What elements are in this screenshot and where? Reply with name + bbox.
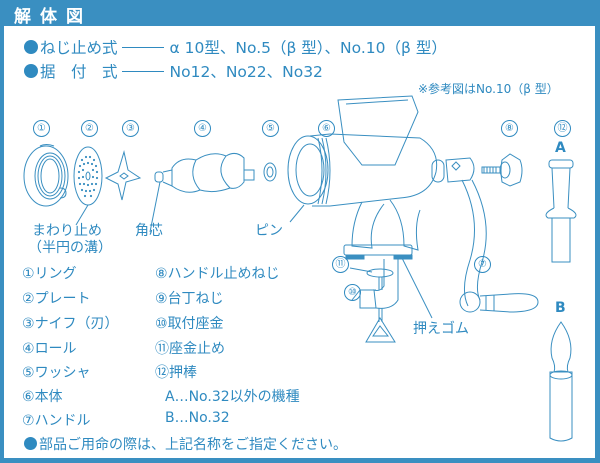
spec-models: No12、No22、No32 [169,63,323,81]
annotation-half-circle-groove: （半円の溝） [28,240,112,256]
spec-mount-type: 据 付 式 No12、No22、No32 [24,60,323,82]
callout-2: ② [81,120,98,137]
callout-11: ⑪ [332,256,349,273]
legend-item: ②プレート [22,291,91,307]
bullet-icon [24,437,37,450]
page-title: 解体図 [14,7,92,27]
bullet-icon [24,40,38,54]
dash-divider [121,47,164,48]
callout-5: ⑤ [262,120,279,137]
callout-12: ⑫ [554,120,571,137]
reference-note: ※参考図はNo.10（β 型） [418,82,559,96]
legend-item: ⑨台丁ねじ [155,291,224,307]
legend-item: ⑪座金止め [155,341,225,357]
pusher-a-icon [546,160,576,262]
washer-part-icon [264,163,276,181]
spec-screw-type: ねじ止め式 α 10型、No.5（β 型）、No.10（β 型） [24,36,447,58]
annotation-pin: ピン [255,223,283,239]
legend-item: ①リング [22,266,77,282]
roll-part-icon [150,153,254,232]
handle-part-icon [446,158,538,312]
callout-7: ⑦ [474,256,491,273]
knife-part-icon [106,152,140,200]
legend-item: ⑤ワッシャ [22,365,91,381]
spec-models: α 10型、No.5（β 型）、No.10（β 型） [169,39,447,57]
legend-item: ⑦ハンドル [22,413,91,429]
annotation-rotation-stop: まわり止め [32,223,102,239]
annotation-rubber-pad: 押えゴム [413,321,469,337]
legend-item: B…No.32 [165,410,230,426]
annotation-square-core: 角芯 [135,223,163,239]
ring-part-icon [24,145,68,207]
callout-8: ⑧ [501,120,518,137]
spec-label: 据 付 式 [40,63,118,81]
legend-item: ⑩取付座金 [155,316,224,332]
legend-item: ⑧ハンドル止めねじ [155,266,280,282]
callout-1: ① [33,120,50,137]
dash-divider [121,71,164,72]
legend-item: ③ナイフ（刃） [22,316,119,332]
callout-b: B [555,300,566,316]
legend-item: ④ロール [22,341,77,357]
footer-note: 部品ご用命の際は、上記名称をご指定ください。 [24,434,347,454]
callout-4: ④ [194,120,211,137]
spec-label: ねじ止め式 [40,39,118,57]
legend-item: A…No.32以外の機種 [165,389,300,405]
body-part-icon [288,96,444,342]
bullet-icon [24,64,38,78]
callout-3: ③ [122,120,139,137]
legend-item: ⑥本体 [22,389,63,405]
callout-10: ⑩ [344,284,361,301]
pusher-b-icon [550,322,572,441]
plate-part-icon [74,147,102,225]
legend-item: ⑫押棒 [155,365,197,381]
handle-screw-part-icon [482,154,522,186]
callout-a: A [555,140,566,156]
callout-6: ⑥ [318,120,335,137]
